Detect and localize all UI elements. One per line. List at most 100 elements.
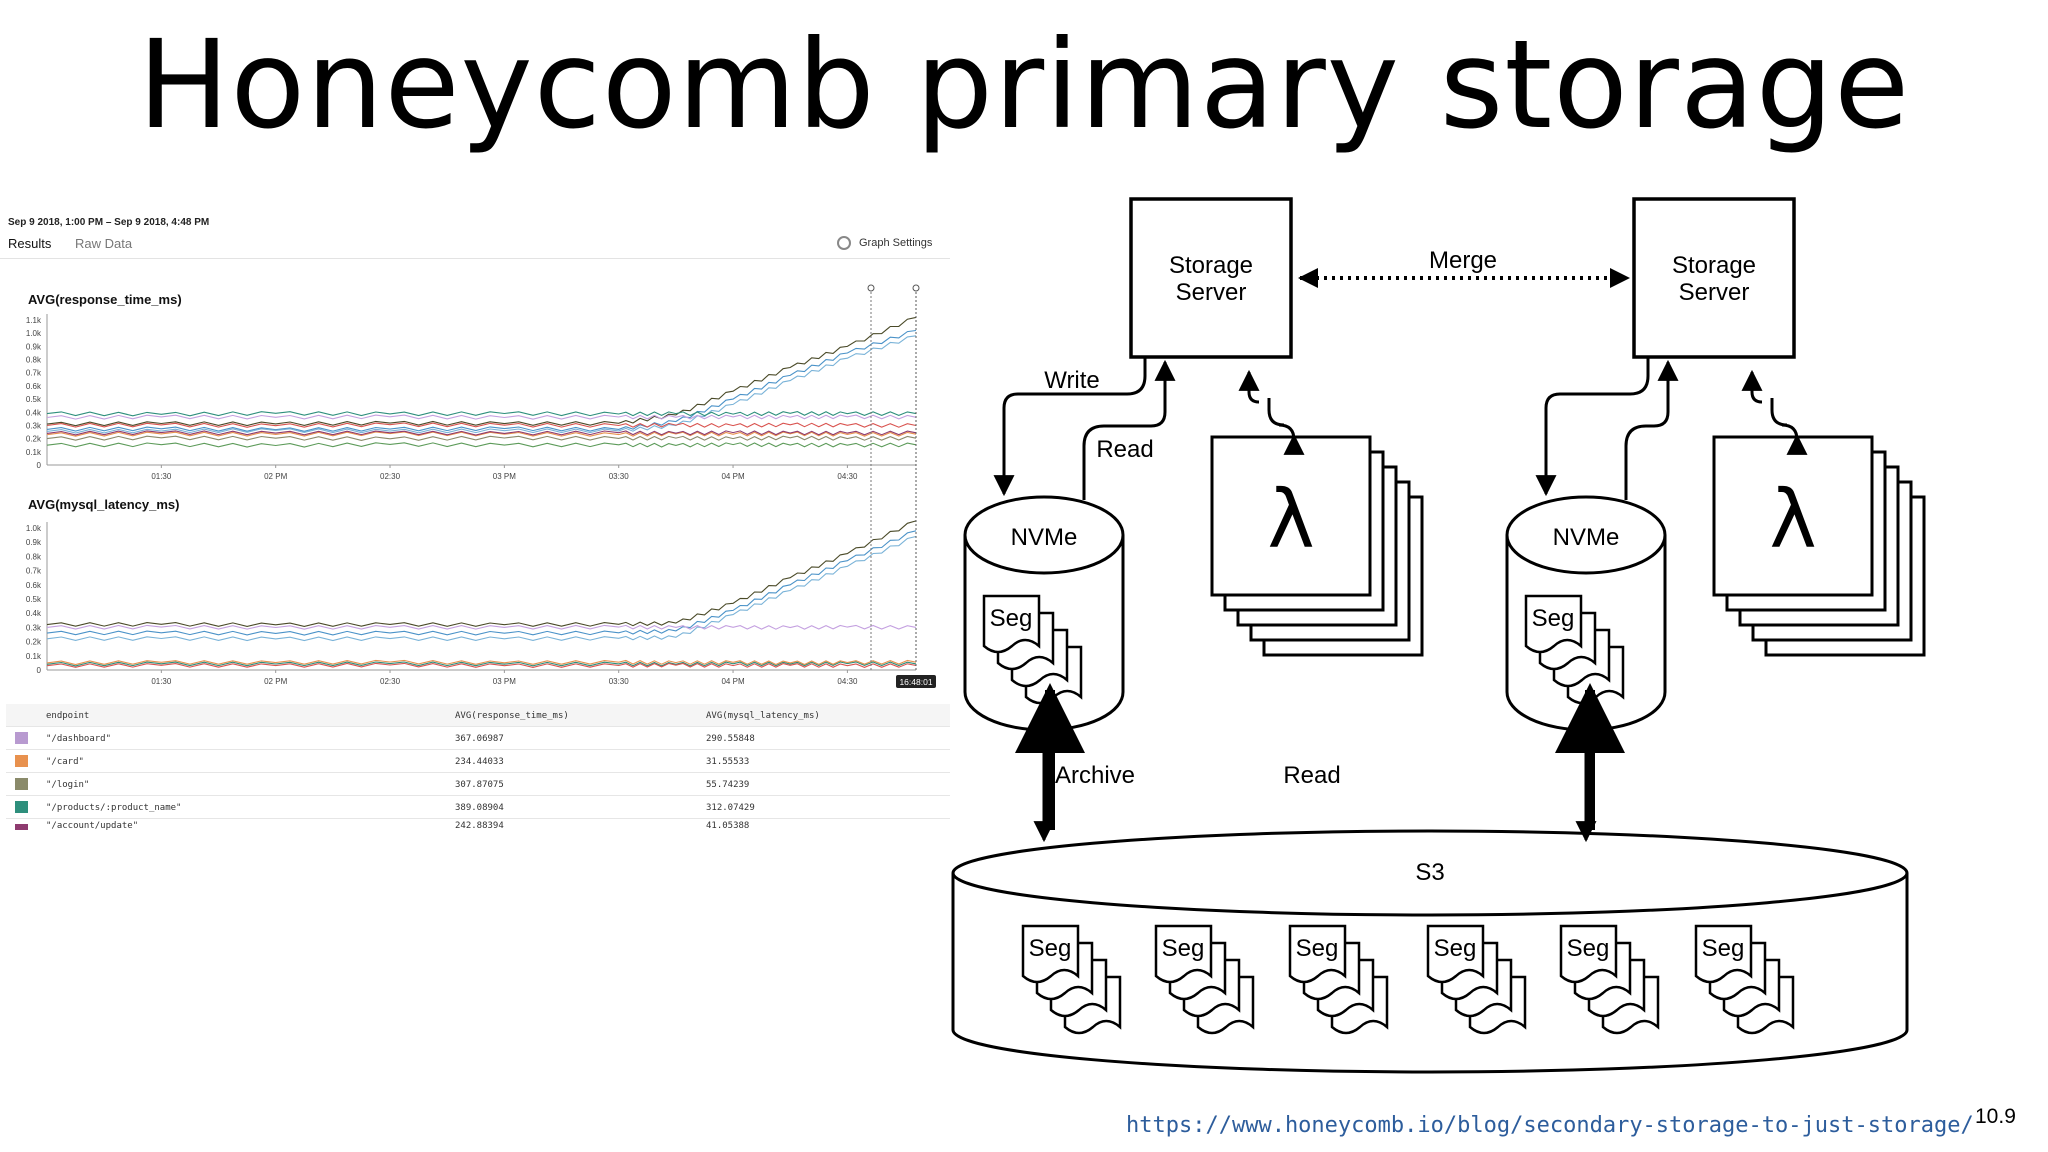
s3-seg-stack: Seg [1559,924,1660,1035]
cell-endpoint: "/account/update" [46,821,139,830]
page-number: 10.9 [1975,1105,2016,1128]
cell-mysql: 41.05388 [706,821,750,830]
series-line [46,414,917,420]
y-tick-label: 0.1k [26,652,42,661]
cell-response: 389.08904 [455,803,504,813]
tab-results[interactable]: Results [8,236,52,251]
y-tick-label: 0.7k [26,567,42,576]
seg-page [1021,924,1080,984]
seg-label: Seg [1702,935,1745,962]
cell-endpoint: "/login" [46,780,90,790]
y-tick-label: 0.5k [26,395,42,404]
y-tick-label: 0.6k [26,581,42,590]
y-tick-label: 0 [37,461,42,470]
cylinder-top [951,829,1909,917]
x-tick-label: 01:30 [151,677,172,686]
x-tick-label: 02 PM [264,472,287,481]
read-arrow [1082,359,1176,500]
column-header-response-time[interactable]: AVG(response_time_ms) [455,711,569,721]
y-tick-label: 1.0k [26,524,42,533]
lambda-link-down [1770,398,1808,455]
seg-page [982,594,1041,654]
storage-server-label: Server [1176,279,1247,306]
cell-response: 242.88394 [455,821,504,830]
cell-mysql: 290.55848 [706,734,755,744]
y-tick-label: 0.8k [26,552,42,561]
lambda-stack: λ [1712,435,1926,657]
series-line [46,430,917,436]
cell-endpoint: "/dashboard" [46,734,112,744]
x-tick-label: 03 PM [493,472,516,481]
series-line [46,335,917,434]
storage-server-label: Storage [1672,252,1756,279]
nvme-label: NVMe [1553,524,1620,551]
seg-page [1694,924,1753,984]
series-color-swatch [15,732,28,744]
cursor-time-badge [896,675,936,688]
seg-page [1154,924,1213,984]
seg-label: Seg [1567,935,1610,962]
seg-page [1524,594,1583,654]
s3-seg-stack: Seg [1021,924,1122,1035]
series-line [46,535,917,642]
time-range[interactable]: Sep 9 2018, 1:00 PM – Sep 9 2018, 4:48 P… [8,217,210,228]
tab-raw-data[interactable]: Raw Data [74,236,133,251]
table-body: "/dashboard" 367.06987 290.55848 "/card"234… [6,727,950,830]
y-tick-label: 0.4k [26,609,42,618]
y-tick-label: 0.9k [26,342,42,351]
cursor-handle [867,284,875,292]
s3-seg-stack: Seg [1154,924,1255,1035]
table-row[interactable]: "/dashboard" 367.06987 290.55848 [6,727,950,750]
y-tick-label: 0.1k [26,448,42,457]
graph-settings-button[interactable]: Graph Settings [837,236,932,250]
query-results-panel: Sep 9 2018, 1:00 PM – Sep 9 2018, 4:48 P… [0,210,955,835]
x-tick-label: 03:30 [609,472,630,481]
y-tick-label: 0.5k [26,595,42,604]
read-arrow [1624,359,1679,500]
series-line [46,431,917,437]
results-tabs: Results Raw Data [8,236,152,251]
y-tick-label: 0 [37,666,42,675]
series-line [46,662,917,668]
storage-server-box [1632,197,1796,359]
cell-mysql: 55.74239 [706,780,750,790]
column-header-endpoint[interactable]: endpoint [46,711,90,721]
source-url[interactable]: https://www.honeycomb.io/blog/secondary-… [1126,1113,1974,1138]
storage-server-label: Server [1679,279,1750,306]
cell-endpoint: "/products/:product_name" [46,803,182,813]
lambda-link-down [1267,398,1305,455]
seg-label: Seg [1434,935,1477,962]
seg-label: Seg [1029,935,1072,962]
lambda-symbol: λ [1769,473,1816,566]
write-arrow [993,358,1147,497]
lambda-stack: λ [1210,435,1424,657]
slide-title: Honeycomb primary storage [137,14,1911,156]
x-tick-label: 02:30 [380,677,401,686]
charts-area[interactable]: 00.1k0.2k0.3k0.4k0.5k0.6k0.7k0.8k0.9k1.0… [0,210,955,705]
series-color-swatch [15,755,28,767]
series-color-swatch [15,801,28,813]
nvme-label: NVMe [1011,524,1078,551]
cursor-time-label: 16:48:01 [899,677,932,687]
seg-label: Seg [990,605,1033,632]
table-row[interactable]: "/account/update" 242.88394 41.05388 [6,819,950,830]
column-header-mysql-latency[interactable]: AVG(mysql_latency_ms) [706,711,820,721]
cylinder-top [963,495,1125,575]
y-tick-label: 0.6k [26,382,42,391]
x-tick-label: 02 PM [264,677,287,686]
series-line [46,435,917,441]
y-tick-label: 0.4k [26,408,42,417]
nvme-seg-stack: Seg [1524,594,1625,705]
s3-seg-stack: Seg [1426,924,1527,1035]
series-line [46,329,917,432]
storage-server-box [1129,197,1293,359]
cell-response: 367.06987 [455,734,504,744]
y-tick-label: 0.2k [26,638,42,647]
series-line [46,659,917,666]
series-line [46,530,917,636]
x-tick-label: 03 PM [493,677,516,686]
